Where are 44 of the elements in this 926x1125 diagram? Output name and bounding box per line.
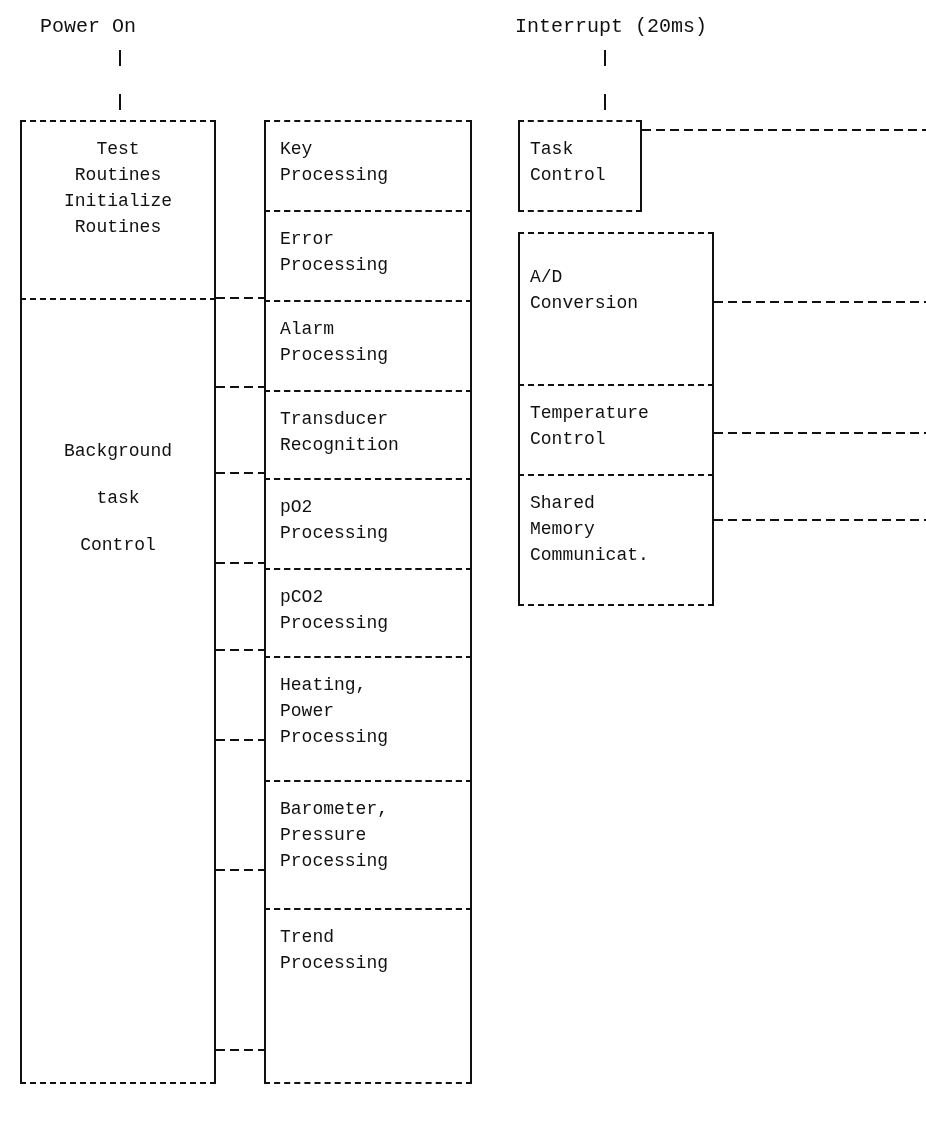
process-box	[264, 908, 472, 1084]
box-text: Heating, Power Processing	[280, 674, 390, 750]
box-text: Task Control	[530, 138, 607, 188]
connector-line	[215, 472, 265, 474]
connector-line	[713, 432, 926, 434]
box-text: Barometer, Pressure Processing	[280, 798, 390, 874]
box-text: Shared Memory Communicat.	[530, 492, 649, 568]
connector-line	[641, 129, 926, 131]
process-box	[264, 780, 472, 910]
box-text: Transducer Recognition	[280, 408, 399, 458]
connector-line	[215, 1049, 265, 1051]
box-text: Temperature Control	[530, 402, 649, 452]
box-text: Error Processing	[280, 228, 390, 278]
connector-line	[215, 297, 265, 299]
process-box	[20, 298, 216, 1084]
process-box	[264, 656, 472, 782]
process-box	[20, 120, 216, 300]
connector-line	[215, 739, 265, 741]
box-text: pCO2 Processing	[280, 586, 390, 636]
process-box	[518, 474, 714, 606]
process-box	[264, 478, 472, 570]
box-text: Alarm Processing	[280, 318, 390, 368]
process-box	[518, 232, 714, 386]
connector-line	[215, 386, 265, 388]
process-box	[264, 210, 472, 302]
box-text: Background task Control	[64, 440, 172, 557]
process-box	[264, 300, 472, 392]
box-text: A/D Conversion	[530, 266, 640, 316]
process-box	[264, 568, 472, 658]
process-box	[264, 390, 472, 480]
process-box	[264, 120, 472, 212]
box-text: Test Routines Initialize Routines	[64, 138, 172, 240]
box-text: Key Processing	[280, 138, 390, 188]
process-box	[518, 384, 714, 476]
connector-line	[713, 519, 926, 521]
box-text: Trend Processing	[280, 926, 390, 976]
box-text: Interrupt (20ms)	[515, 14, 708, 40]
box-text: pO2 Processing	[280, 496, 390, 546]
connector-line	[215, 562, 265, 564]
connector-line	[713, 301, 926, 303]
connector-line	[215, 869, 265, 871]
connector-line	[215, 649, 265, 651]
process-box	[518, 120, 642, 212]
box-text: Power On	[40, 14, 136, 40]
